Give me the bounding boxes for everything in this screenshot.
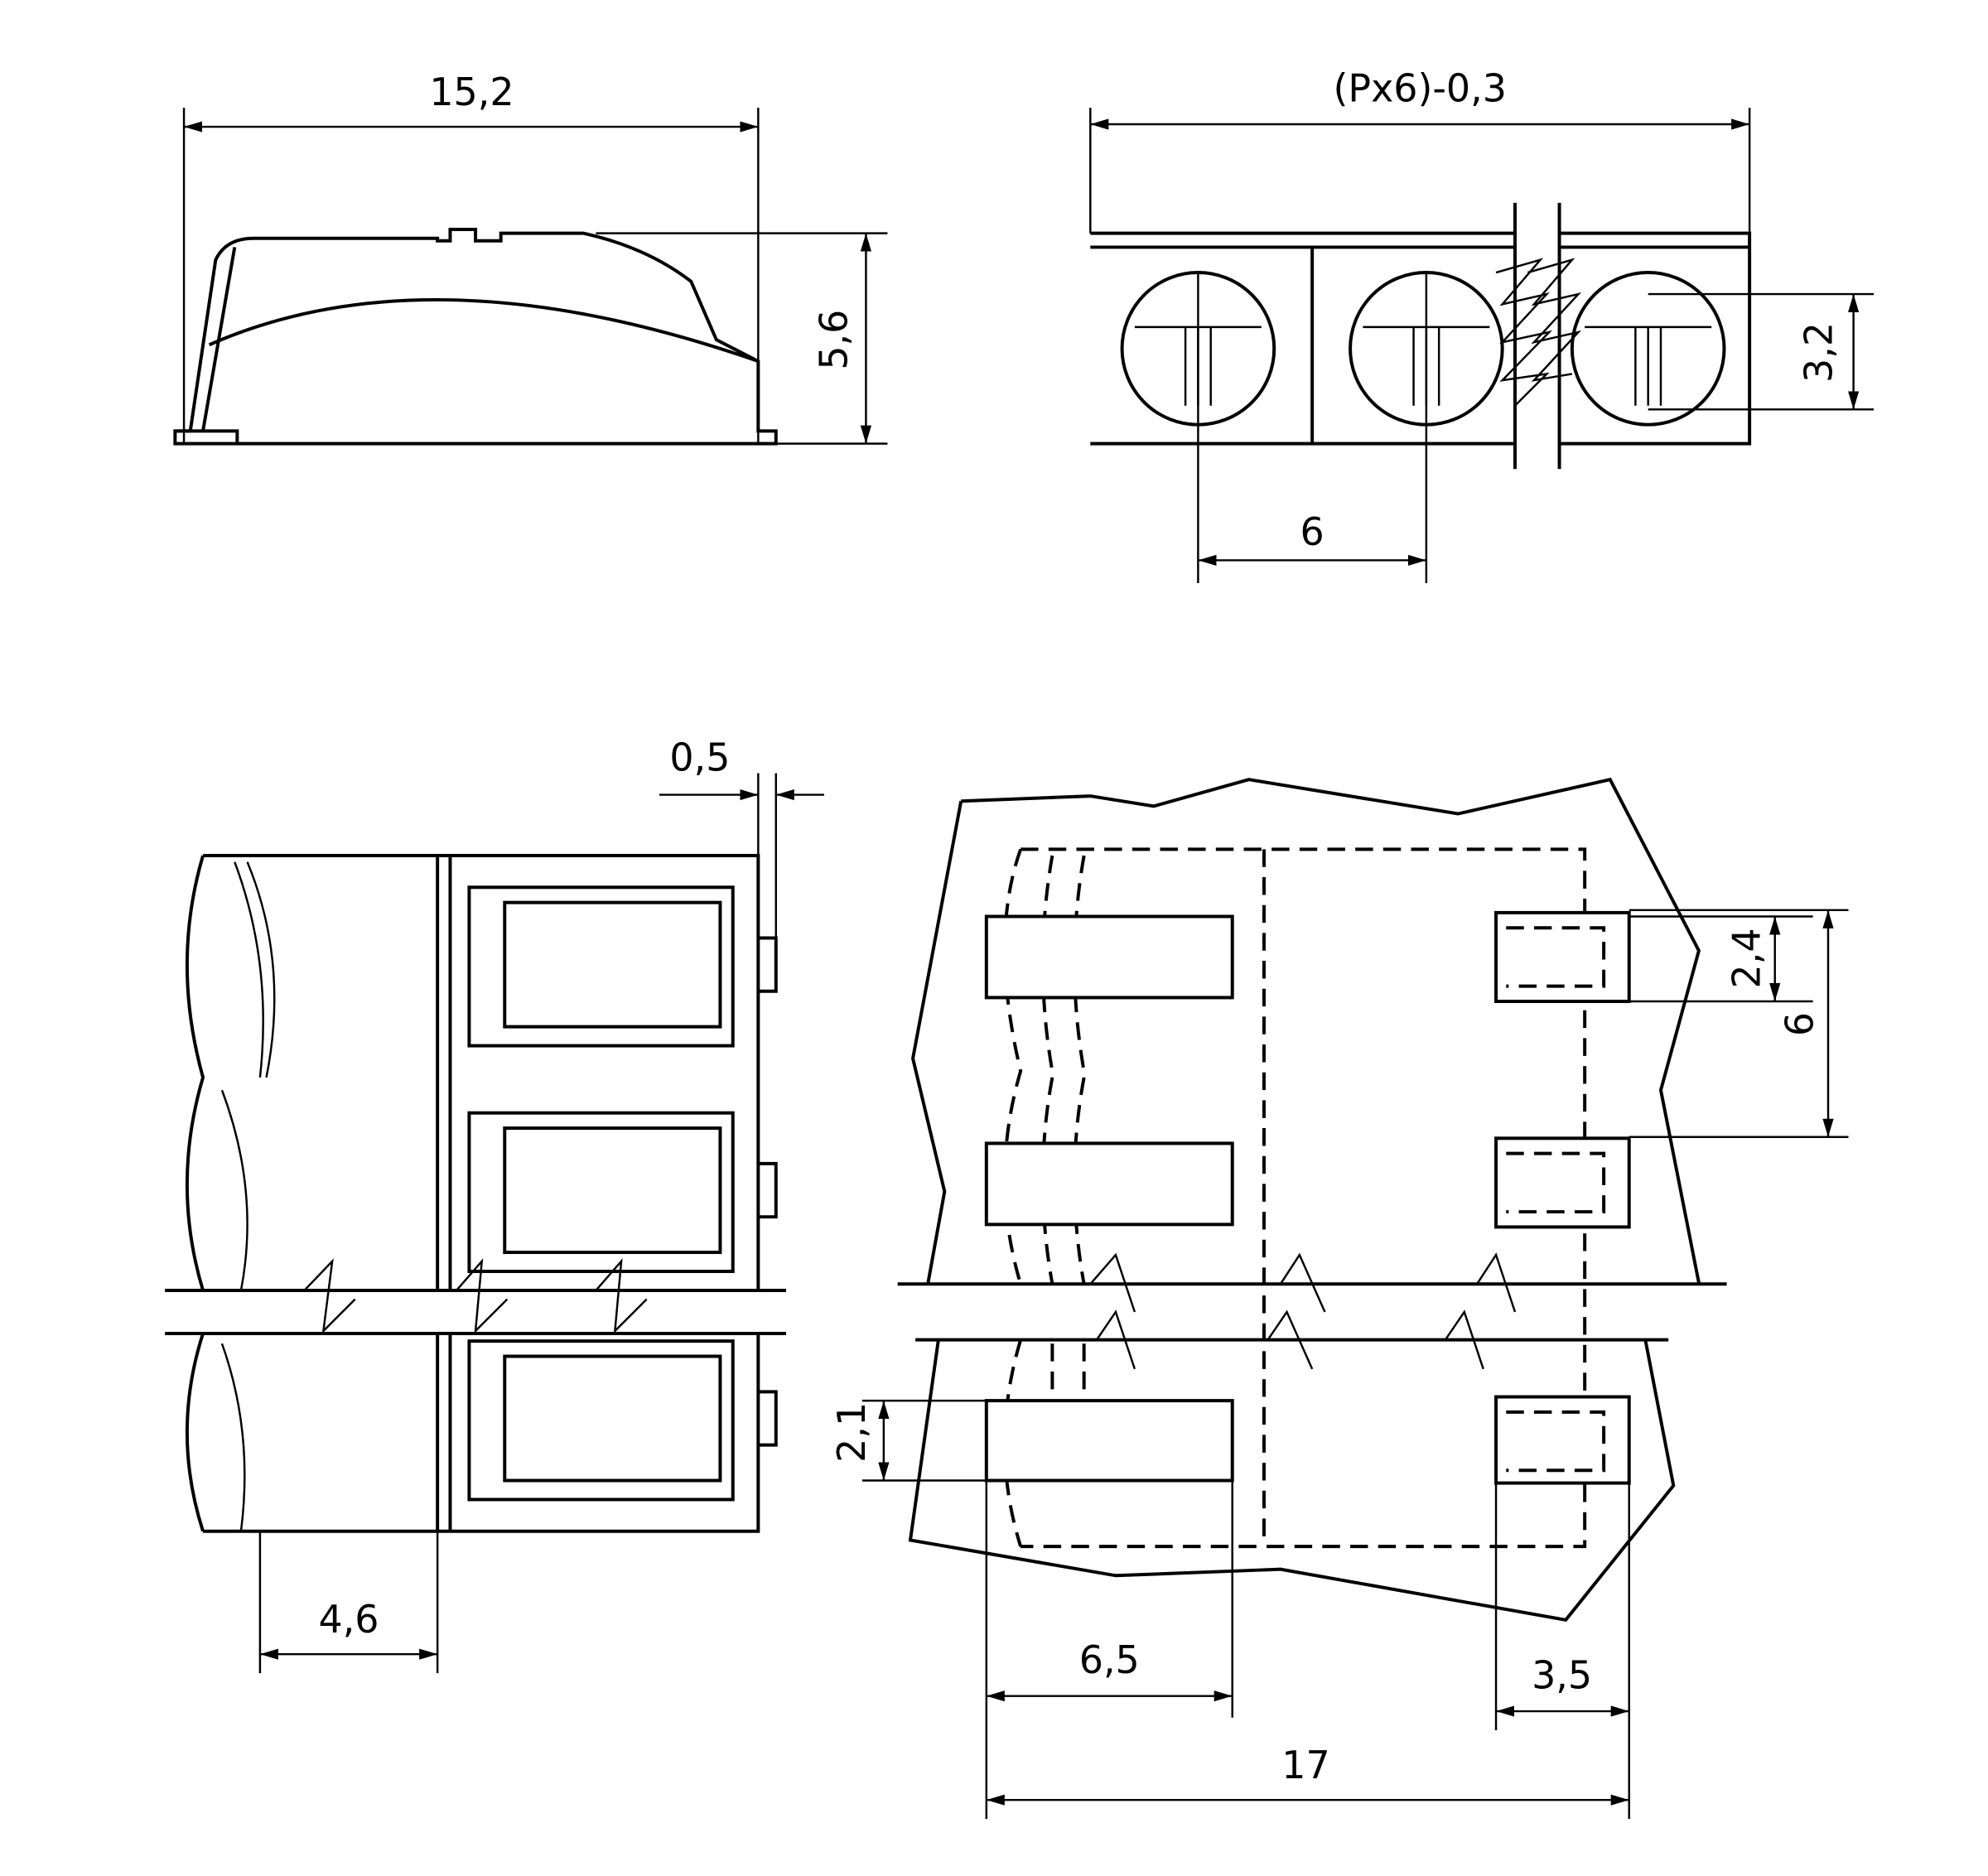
top-depth-label: 4,6 xyxy=(319,1597,379,1642)
clamp-slots xyxy=(467,885,735,1502)
top-offset-label: 0,5 xyxy=(669,735,730,779)
front-width-label: (Px6)-0,3 xyxy=(1333,65,1506,110)
side-height-label: 5,6 xyxy=(811,310,856,370)
pad-height-label: 2,1 xyxy=(829,1402,874,1463)
pad-width-label: 2,4 xyxy=(1724,928,1768,988)
front-body xyxy=(1090,202,1752,470)
footprint-pitch-label: 6 xyxy=(1778,1012,1822,1036)
board-outline xyxy=(908,777,1701,1623)
pad-length-label: 6,5 xyxy=(1079,1637,1140,1682)
footprint-view: 2,4 6 2,1 6,5 3,5 17 xyxy=(829,777,1849,1820)
overall-length-label: 17 xyxy=(1281,1743,1329,1787)
pads xyxy=(984,910,1631,1485)
side-view: 15,2 5,6 xyxy=(173,70,888,446)
front-pitch-label: 6 xyxy=(1300,509,1325,554)
side-body xyxy=(173,228,778,446)
small-pad-label: 3,5 xyxy=(1532,1653,1592,1698)
side-width-label: 15,2 xyxy=(429,70,514,114)
terminal-opening xyxy=(1570,271,1726,427)
top-view: 0,5 4,6 xyxy=(165,735,824,1674)
front-height-label: 3,2 xyxy=(1797,322,1841,383)
front-view: (Px6)-0,3 6 3,2 xyxy=(1089,65,1875,583)
